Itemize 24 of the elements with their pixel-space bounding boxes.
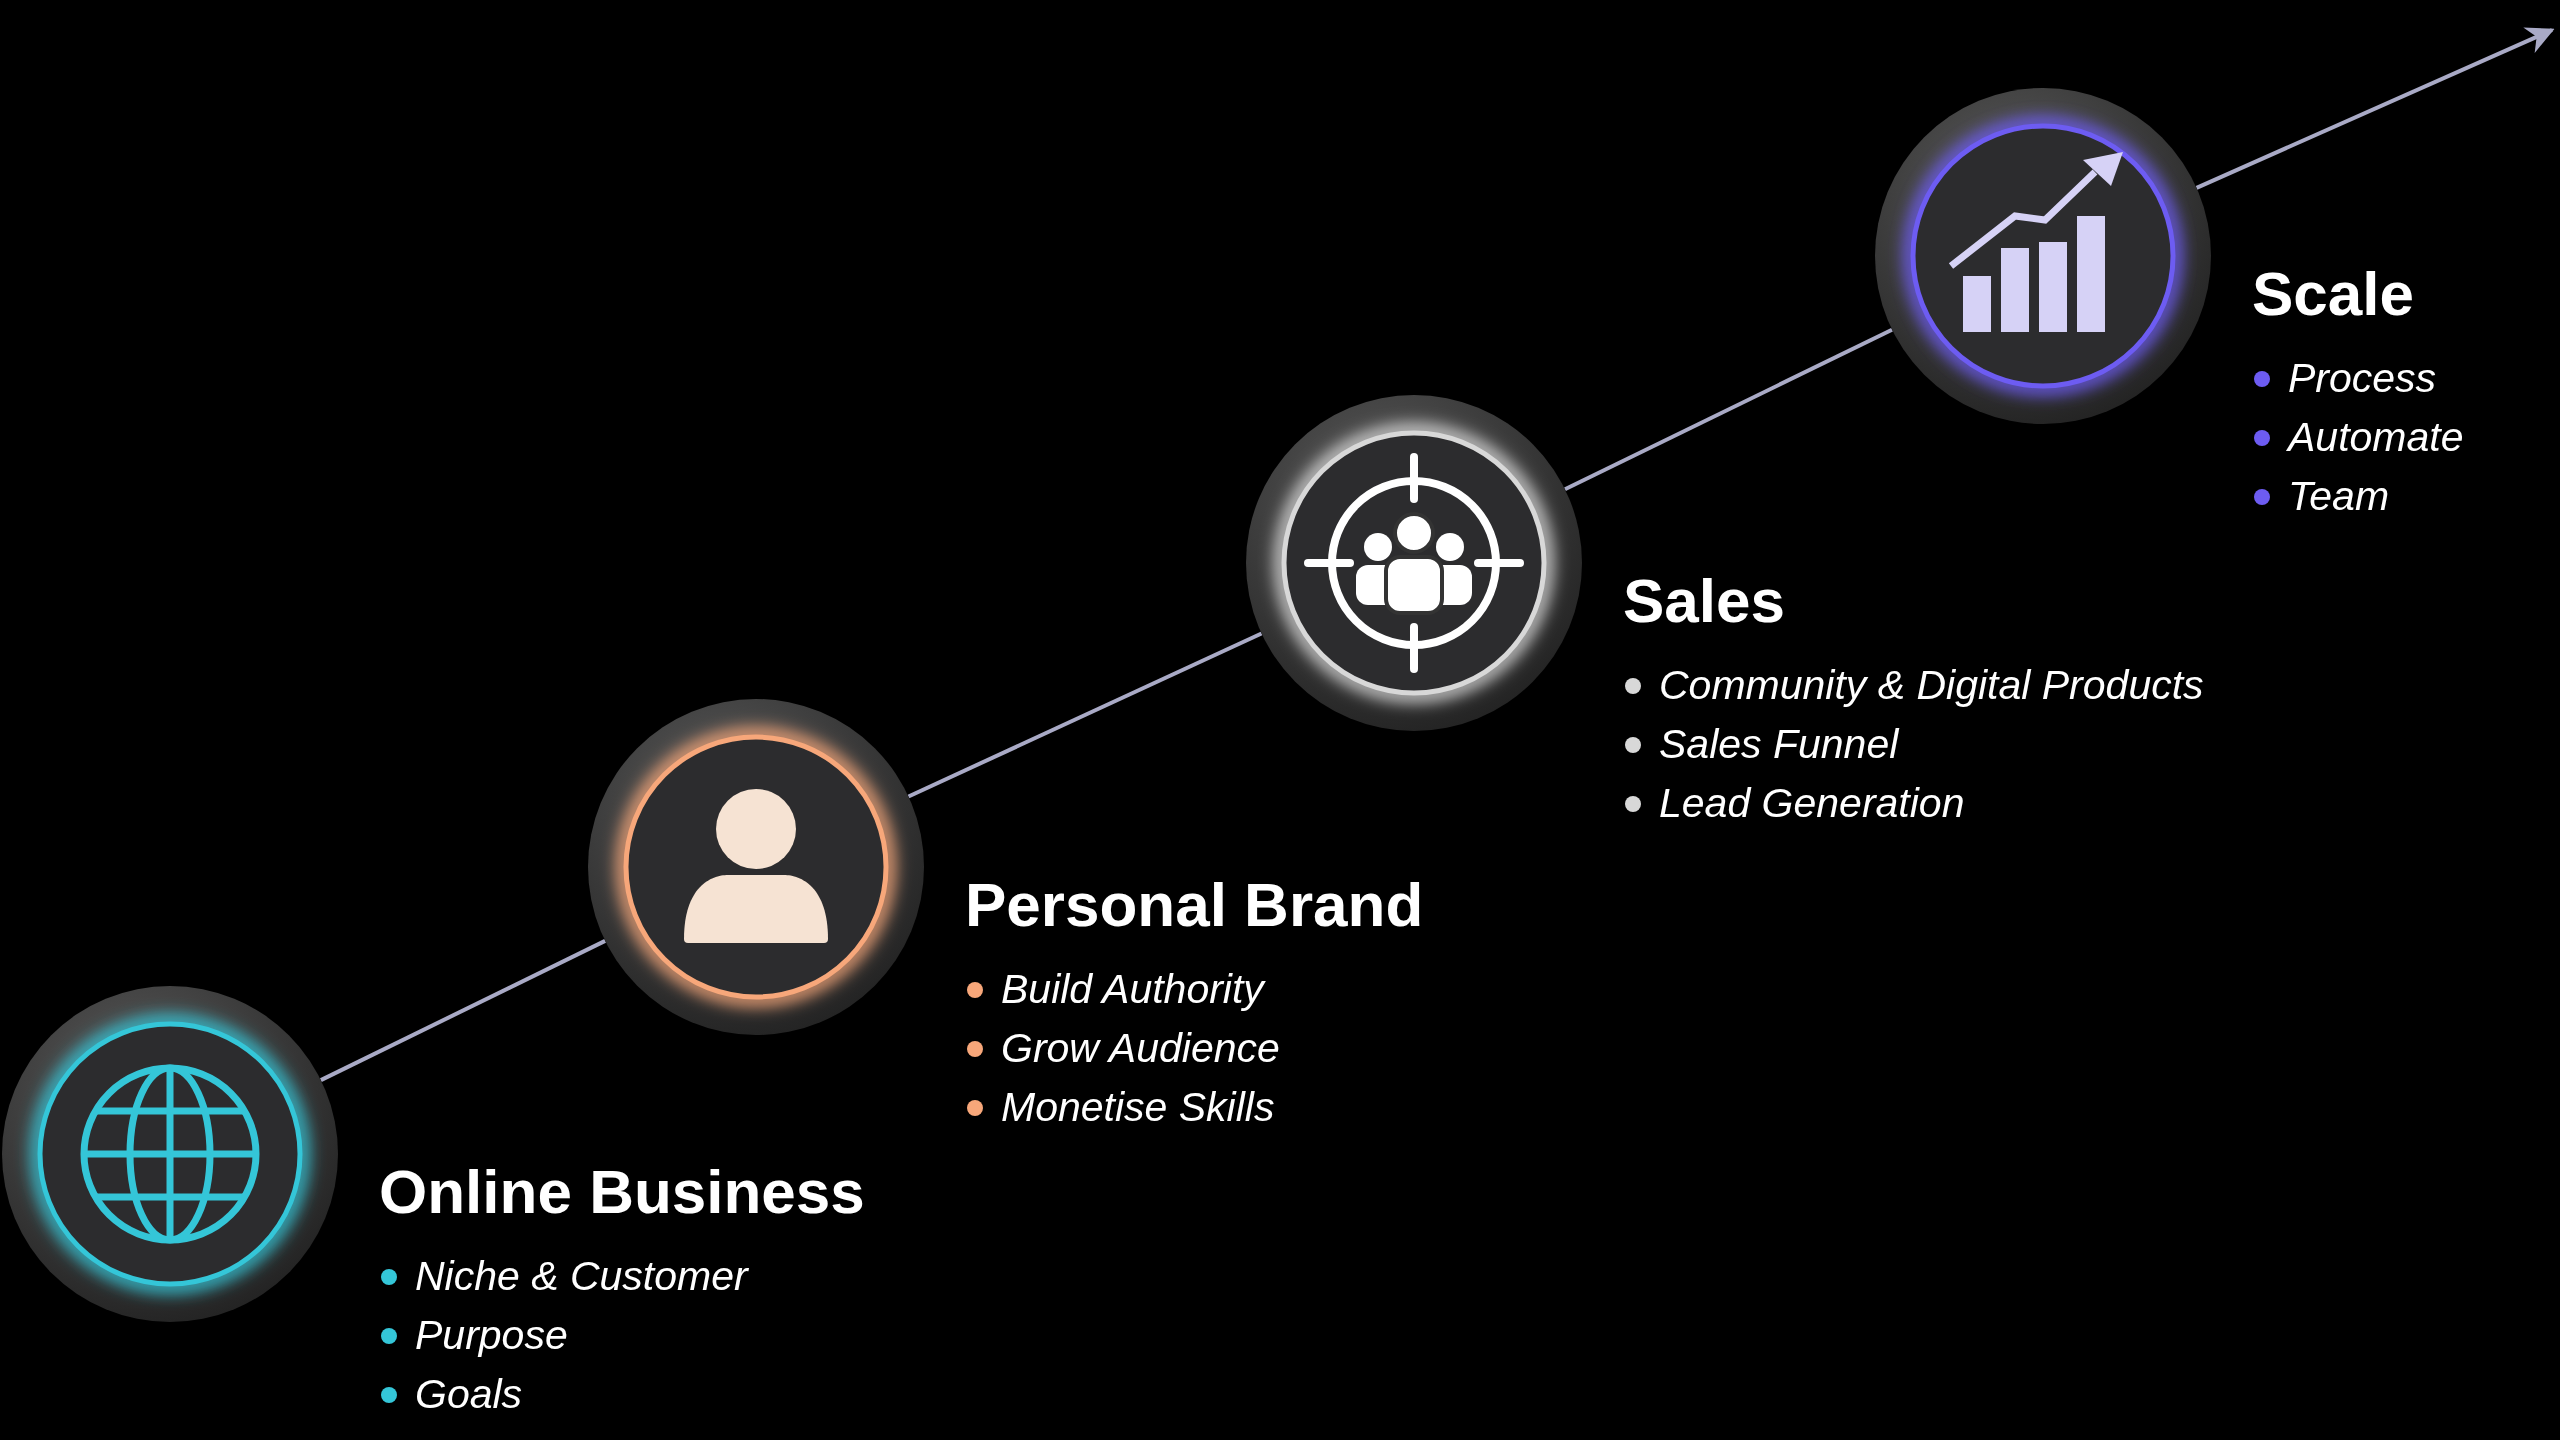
stage-circle [1246,395,1582,731]
bullet-text: Purpose [415,1312,568,1360]
bullet-text: Team [2288,473,2390,521]
connector-line [320,939,606,1082]
bullet-text: Lead Generation [1659,780,1965,828]
bullet-text: Process [2288,355,2437,403]
bullet-text: Monetise Skills [1001,1084,1275,1132]
arrow [2195,27,2555,190]
bullet-text: Build Authority [1001,966,1264,1014]
bullet-text: Sales Funnel [1659,721,1899,769]
stage-title: Online Business [379,1161,865,1223]
stage-title: Personal Brand [965,874,1424,936]
stage-title: Sales [1623,570,1786,632]
stage-circle [2,986,338,1322]
bullet-text: Niche & Customer [415,1253,748,1301]
bullet-text: Goals [415,1371,523,1419]
stage-title: Scale [2252,263,2415,325]
bullet-text: Community & Digital Products [1659,662,2204,710]
connector-line [907,631,1263,799]
stage-circle [588,699,924,1035]
connector-line [1564,327,1893,492]
bullet-text: Grow Audience [1001,1025,1280,1073]
stage-circle [1875,88,2211,424]
bullet-text: Automate [2288,414,2464,462]
